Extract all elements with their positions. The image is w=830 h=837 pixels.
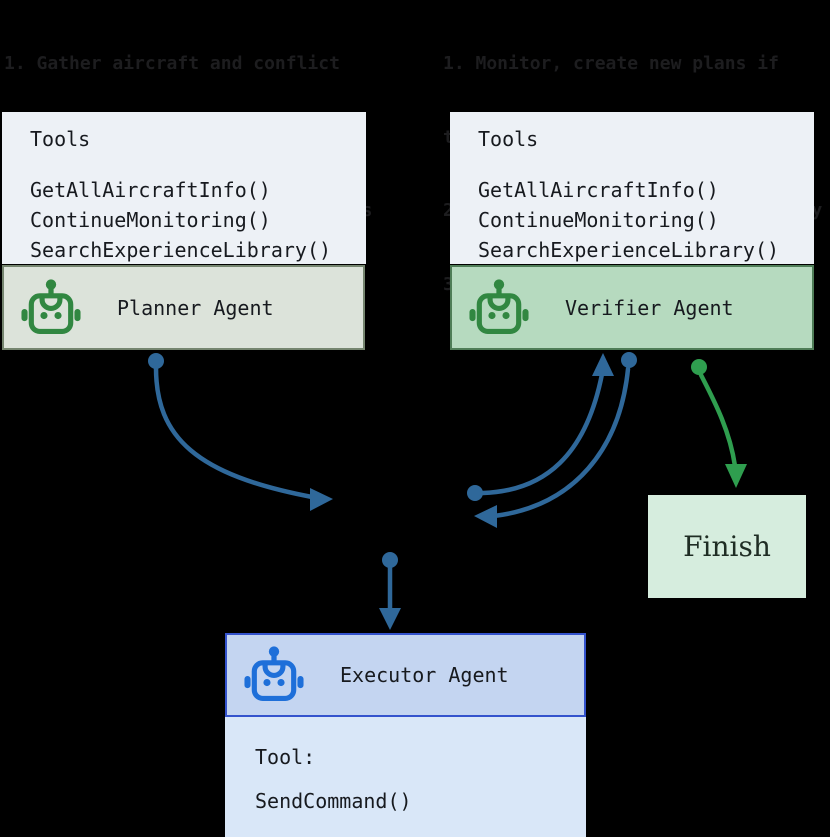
tool-function: GetAllAircraftInfo() — [30, 178, 271, 202]
planner-agent-node: Planner Agent — [2, 265, 365, 350]
robot-icon — [244, 645, 304, 705]
planner-to-executor-arrow — [153, 365, 315, 500]
arrow-origin-dot — [621, 352, 637, 368]
tool-function: SendCommand() — [255, 789, 412, 813]
tool-title: Tool: — [255, 745, 316, 769]
tools-title: Tools — [30, 127, 91, 151]
tool-function: ContinueMonitoring() — [478, 208, 719, 232]
agent-label: Executor Agent — [340, 663, 509, 687]
tool-function: GetAllAircraftInfo() — [478, 178, 719, 202]
verifier-to-finish-arrow — [698, 372, 738, 469]
tool-function: SearchExperienceLibrary() — [478, 238, 780, 262]
finish-label: Finish — [683, 530, 771, 563]
agent-label: Verifier Agent — [565, 295, 734, 320]
executor-to-verifier-arrow — [480, 371, 605, 496]
arrowhead-up — [592, 353, 614, 376]
arrowhead-right — [310, 488, 333, 511]
tool-function: ContinueMonitoring() — [30, 208, 271, 232]
tools-title: Tools — [478, 127, 539, 151]
arrow-origin-dot — [691, 359, 707, 375]
verifier-tools-box: Tools GetAllAircraftInfo() ContinueMonit… — [450, 112, 814, 264]
finish-node: Finish — [648, 495, 806, 598]
robot-icon — [469, 278, 529, 338]
agent-label: Planner Agent — [117, 295, 274, 320]
executor-tools-box: Tool: SendCommand() — [225, 717, 586, 837]
tool-function: SearchExperienceLibrary() — [30, 238, 332, 262]
arrow-origin-dot — [148, 353, 164, 369]
arrowhead-left — [474, 505, 497, 528]
arrow-origin-dot — [382, 552, 398, 568]
verifier-agent-node: Verifier Agent — [450, 265, 814, 350]
arrowhead-down — [379, 608, 401, 630]
annotation-line: 1. Gather aircraft and conflict — [4, 53, 340, 74]
robot-icon — [21, 278, 81, 338]
arrow-origin-dot — [467, 485, 483, 501]
verifier-to-executor-arrow — [491, 366, 631, 519]
executor-agent-node: Executor Agent — [225, 633, 586, 717]
planner-tools-box: Tools GetAllAircraftInfo() ContinueMonit… — [2, 112, 366, 264]
annotation-line: 1. Monitor, create new plans if — [443, 53, 779, 74]
arrowhead-down — [725, 464, 747, 488]
